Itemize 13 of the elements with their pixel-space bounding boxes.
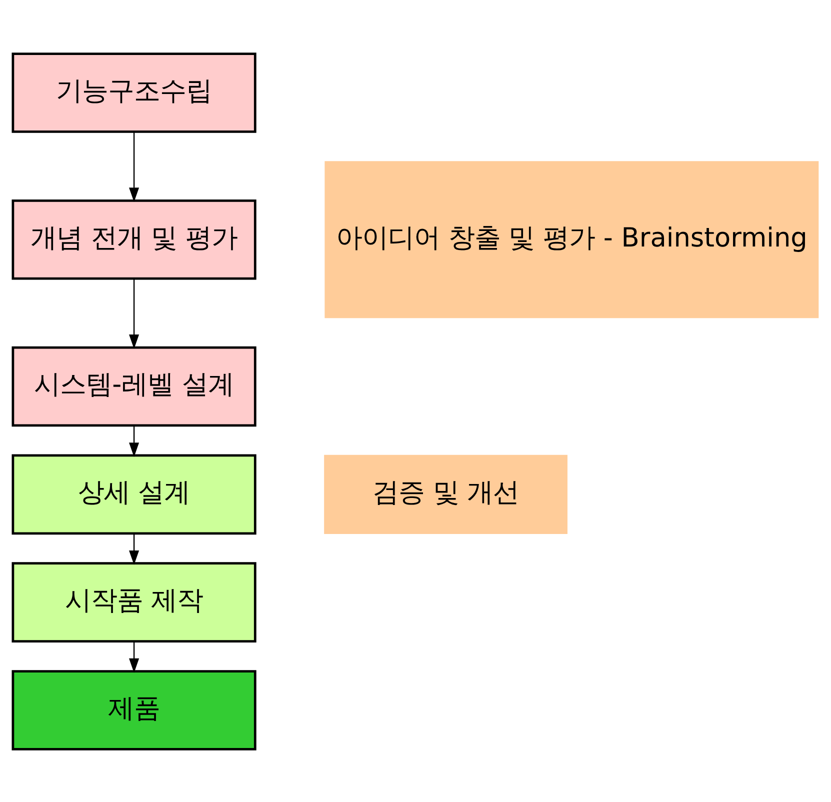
- arrow: [129, 533, 140, 564]
- arrow: [129, 641, 140, 672]
- arrow: [129, 278, 140, 348]
- node-box: 개념 전개 및 평가: [12, 198, 256, 280]
- node-box: 아이디어 창출 및 평가 - Brainstorming: [324, 160, 819, 318]
- node-box: 시작품 제작: [12, 562, 256, 642]
- node-box: 상세 설계: [12, 454, 256, 534]
- node-box: 시스템-레벨 설계: [12, 346, 256, 426]
- arrow: [129, 131, 140, 202]
- node-box: 검증 및 개선: [324, 454, 568, 534]
- node-box: 기능구조수립: [12, 52, 256, 132]
- arrow: [129, 425, 140, 456]
- node-box: 제품: [12, 670, 256, 750]
